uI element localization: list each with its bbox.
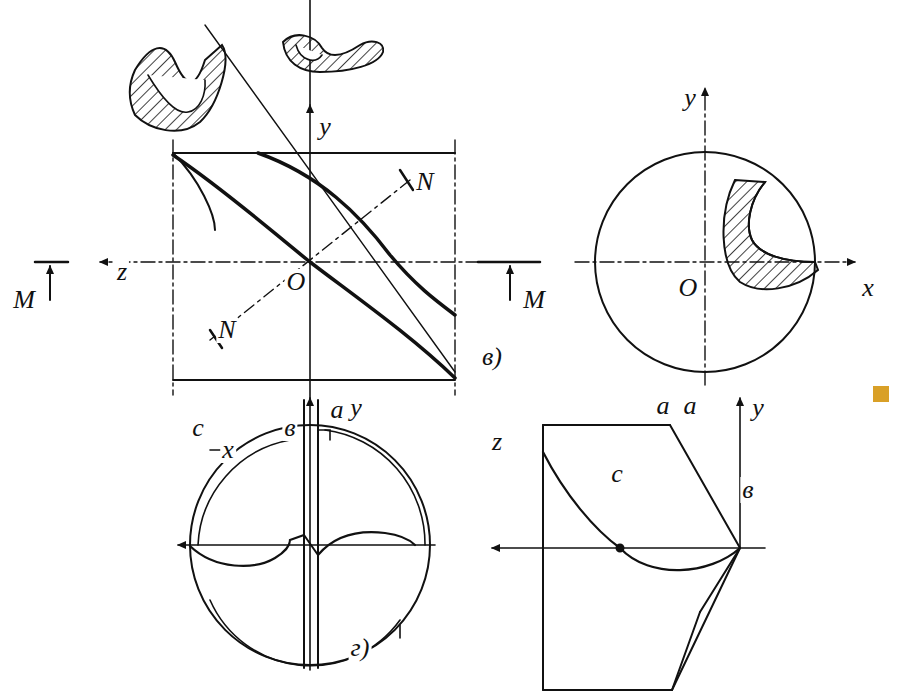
axis-label: г): [349, 635, 372, 661]
axis-label: N: [216, 317, 237, 343]
axis-label: в: [282, 415, 297, 441]
axis-label: O: [677, 275, 700, 301]
axis-label: c: [190, 415, 206, 441]
axis-label: x: [220, 437, 236, 463]
axis-label: в): [480, 344, 504, 370]
axis-label: y: [348, 395, 364, 421]
axis-label: y: [750, 395, 766, 421]
axis-label: O: [285, 269, 308, 295]
axis-label: N: [414, 169, 435, 195]
axis-label: c: [609, 461, 625, 487]
axis-label: z: [490, 429, 504, 455]
axis-label: x: [860, 275, 876, 301]
axis-label: z: [115, 259, 129, 285]
axis-label: M: [521, 287, 547, 313]
axis-label: a: [329, 397, 346, 423]
axis-label: y: [317, 114, 333, 140]
axis-label: a: [655, 393, 672, 419]
axis-label: в: [740, 477, 755, 503]
axis-label: y: [682, 85, 698, 111]
axis-label: M: [11, 287, 37, 313]
axis-label: a: [682, 393, 699, 419]
